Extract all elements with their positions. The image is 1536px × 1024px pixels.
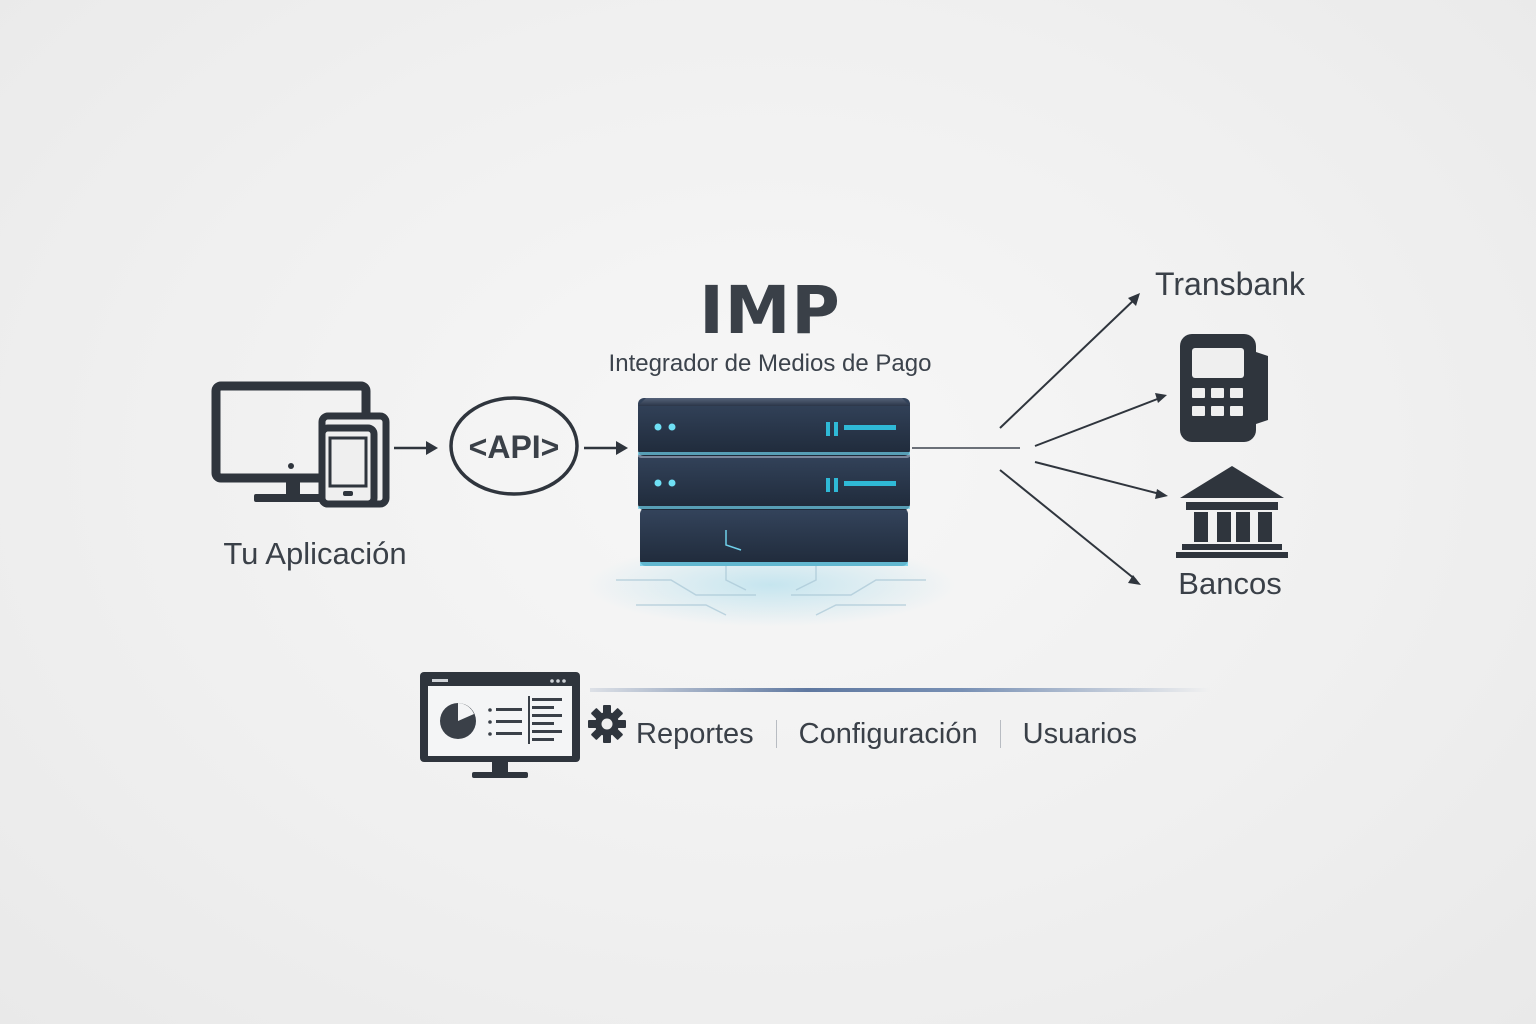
api-bubble: <API> (449, 396, 579, 496)
devices-icon (211, 381, 390, 508)
arrow-right-icon (584, 441, 628, 455)
menu-item-usuarios[interactable]: Usuarios (1022, 717, 1138, 750)
imp-subtitle: Integrador de Medios de Pago (608, 350, 932, 377)
client-app-label: Tu Aplicación (223, 536, 407, 571)
gear-icon[interactable] (587, 704, 627, 744)
imp-title: IMP (699, 272, 841, 349)
api-label: <API> (469, 429, 560, 465)
menu-separator (999, 720, 1001, 748)
menu-item-configuracion[interactable]: Configuración (798, 717, 978, 750)
bank-icon (1176, 466, 1288, 558)
connector-arrows (912, 293, 1168, 585)
dashboard-monitor-icon[interactable] (414, 662, 586, 784)
admin-menu: Reportes Configuración Usuarios (636, 714, 1137, 754)
menu-separator (775, 720, 777, 748)
menu-item-reportes[interactable]: Reportes (636, 717, 754, 750)
header-divider (590, 688, 1210, 692)
transbank-label: Transbank (1155, 266, 1305, 302)
server-stack-icon (586, 398, 956, 627)
bancos-label: Bancos (1178, 566, 1282, 601)
arrow-right-icon (394, 441, 438, 455)
payment-terminal-icon (1180, 334, 1268, 442)
